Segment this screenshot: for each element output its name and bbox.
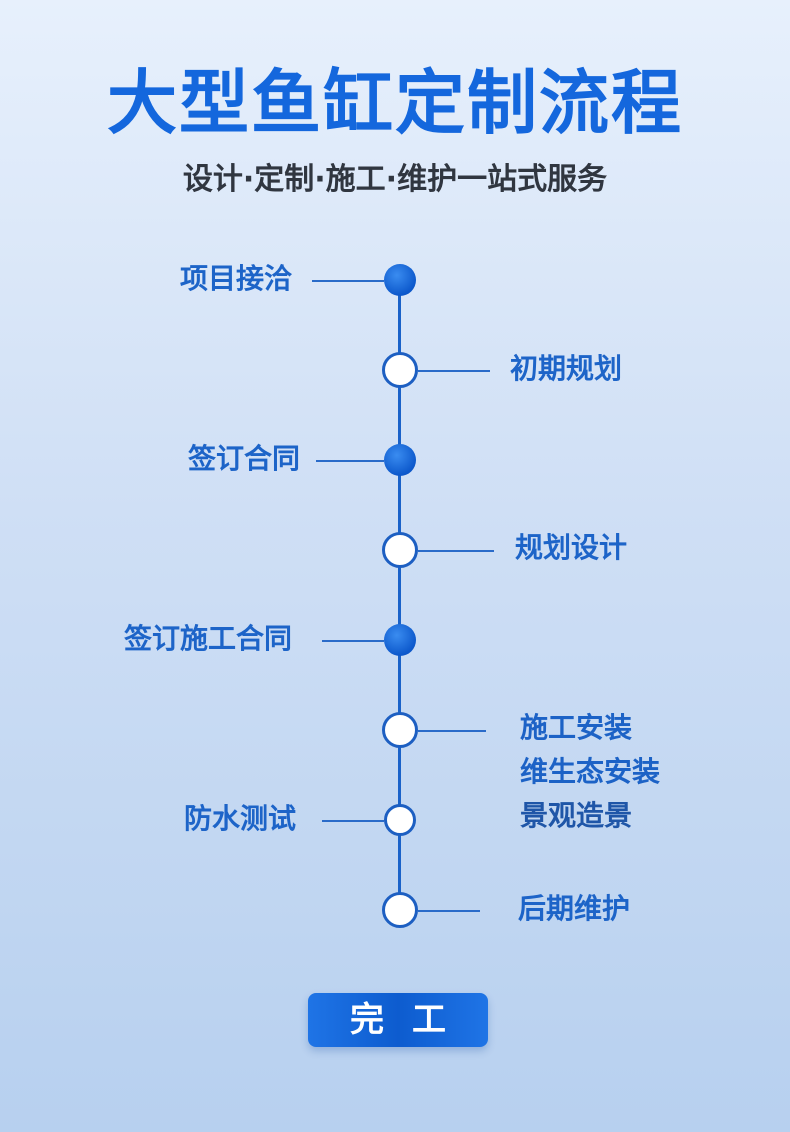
step-connector [316,460,384,462]
step-label-life-support-install: 维生态安装 [520,755,661,788]
step-label-design-planning: 规划设计 [515,531,628,564]
page-title: 大型鱼缸定制流程 [107,62,683,144]
step-label-landscaping: 景观造景 [520,799,633,832]
step-label-maintenance: 后期维护 [518,892,631,925]
step-label-waterproof-test: 防水测试 [183,802,296,835]
timeline-node-filled [384,444,416,476]
timeline-node-hollow [382,892,418,928]
timeline-node-hollow [382,532,418,568]
timeline-node-hollow [384,804,416,836]
step-connector [322,640,384,642]
step-label-installation-group: 施工安装 维生态安装 景观造景 [520,706,660,838]
timeline-node-hollow [382,712,418,748]
step-connector [322,820,384,822]
step-connector [418,730,486,732]
step-label-project-contact: 项目接洽 [179,262,292,295]
step-connector [418,550,494,552]
step-label-construction-install: 施工安装 [520,711,633,744]
page-subtitle: 设计·定制·施工·维护一站式服务 [182,162,608,197]
step-label-sign-construction-contract: 签订施工合同 [123,622,292,655]
finish-button: 完工 [308,993,488,1047]
timeline-node-filled [384,264,416,296]
timeline-axis [398,280,401,910]
step-connector [418,910,480,912]
step-label-initial-planning: 初期规划 [510,352,623,385]
step-connector [312,280,384,282]
step-label-sign-contract: 签订合同 [187,442,300,475]
step-connector [418,370,490,372]
timeline-node-hollow [382,352,418,388]
timeline-node-filled [384,624,416,656]
